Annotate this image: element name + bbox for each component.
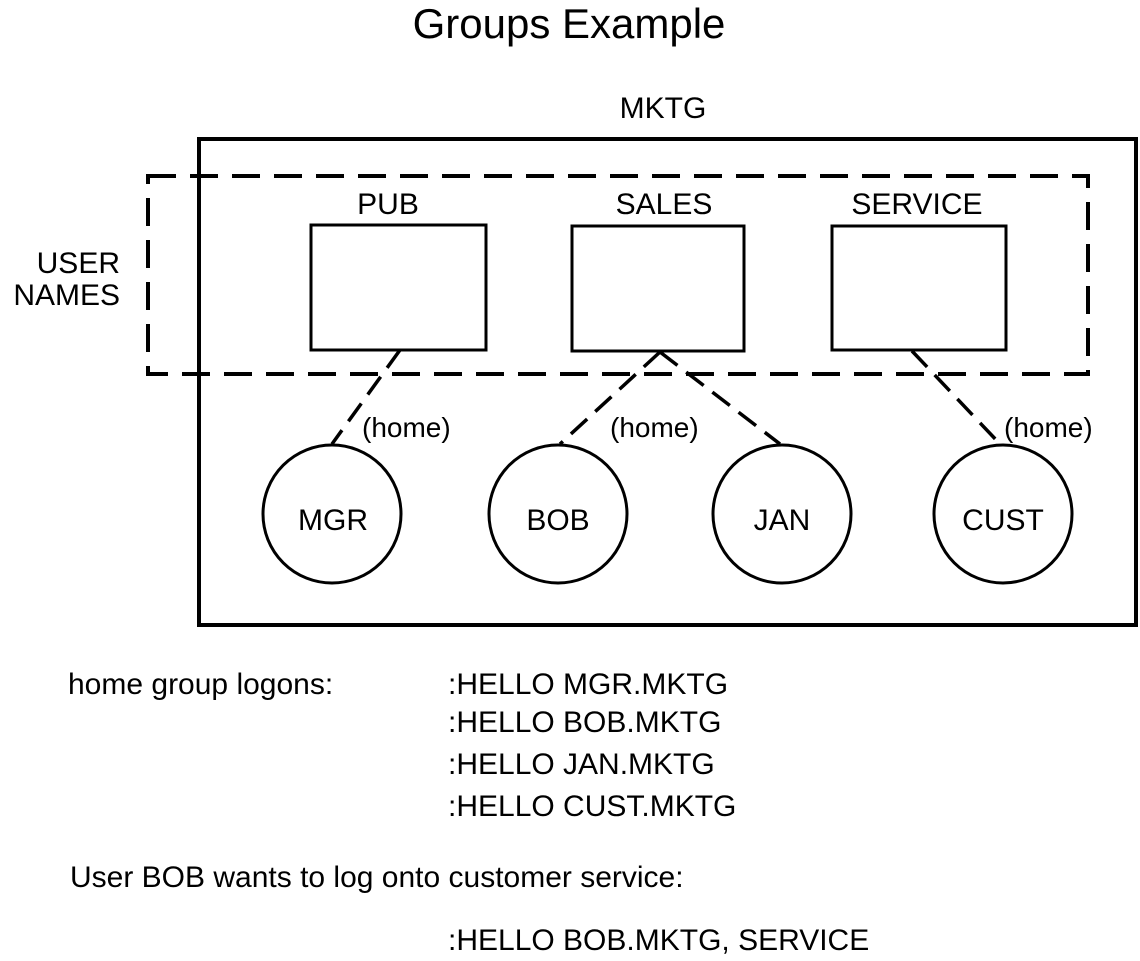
logon-line-jan: :HELLO JAN.MKTG [448,748,715,781]
logons-label: home group logons: [68,668,334,701]
group-box-service [830,224,1008,352]
home-link-mgr [330,348,402,446]
home-label-pub: (home) [362,412,451,443]
group-label-pub: PUB [357,188,419,221]
logon-line-cust: :HELLO CUST.MKTG [448,790,737,823]
account-label: MKTG [620,92,707,125]
home-label-sales: (home) [610,412,699,443]
home-label-service: (home) [1004,412,1093,443]
service-command: :HELLO BOB.MKTG, SERVICE [448,924,870,957]
user-label-mgr: MGR [298,504,368,537]
account-box [197,137,1138,627]
side-label-line1: USER [37,247,120,280]
home-link-cust [910,349,1002,446]
side-label-line2: NAMES [13,279,120,312]
home-link-bob [558,350,662,446]
groups-diagram: Groups Example MKTG USER NAMES PUB SALES… [13,0,1138,627]
user-label-jan: JAN [754,504,811,537]
logon-line-mgr: :HELLO MGR.MKTG [448,668,729,701]
diagram-title: Groups Example [413,0,726,47]
service-note: User BOB wants to log onto customer serv… [70,861,684,894]
user-names-dashed-region [146,174,1090,376]
group-box-sales [570,224,746,353]
group-label-service: SERVICE [851,188,982,221]
user-circle-bob [487,443,629,585]
user-label-cust: CUST [962,504,1044,537]
user-circle-mgr [261,443,403,585]
group-box-pub [309,223,488,352]
group-label-sales: SALES [616,188,713,221]
user-label-bob: BOB [526,504,589,537]
logon-line-bob: :HELLO BOB.MKTG [448,706,722,739]
home-link-jan [658,350,782,446]
user-circle-cust [932,443,1074,585]
user-circle-jan [711,443,853,585]
